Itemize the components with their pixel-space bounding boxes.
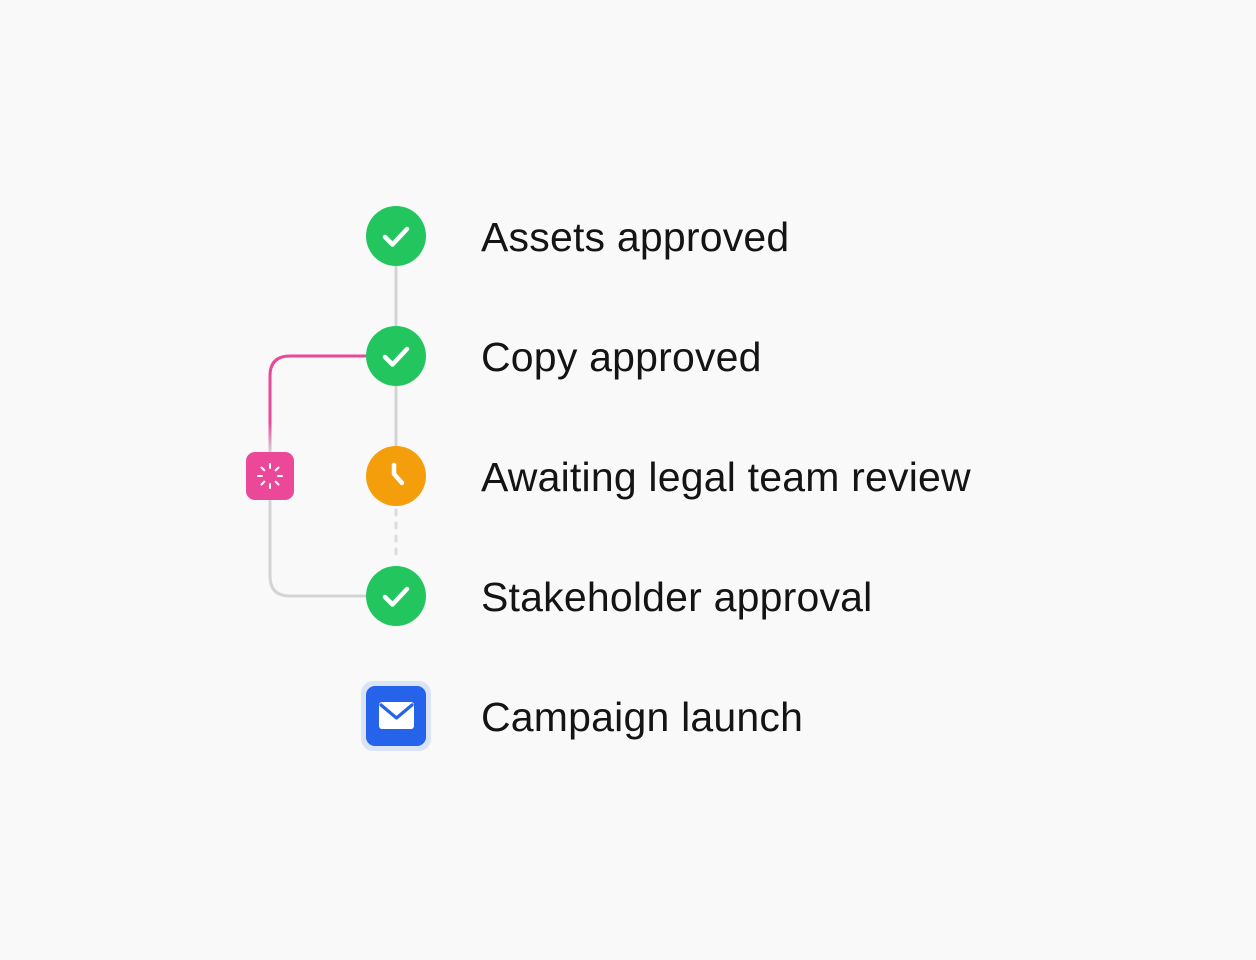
step-label-copy-approved: Copy approved (481, 334, 762, 380)
step-node-copy-approved (366, 326, 426, 386)
branch-connector-bottom (268, 500, 366, 598)
check-icon (382, 226, 410, 247)
branch-connector-top (268, 354, 366, 452)
clock-icon (391, 462, 405, 486)
step-node-legal-review (366, 446, 426, 506)
branch-node (246, 452, 294, 500)
mail-icon (379, 702, 414, 729)
step-label-assets-approved: Assets approved (481, 214, 790, 260)
step-node-stakeholder-approval (366, 566, 426, 626)
loading-spinner-icon (257, 463, 283, 489)
check-icon (382, 586, 410, 607)
step-label-stakeholder-approval: Stakeholder approval (481, 574, 873, 620)
step-label-campaign-launch: Campaign launch (481, 694, 804, 740)
step-node-campaign-launch (361, 681, 431, 751)
check-icon (382, 346, 410, 367)
step-label-legal-review: Awaiting legal team review (481, 454, 971, 500)
step-node-assets-approved (366, 206, 426, 266)
